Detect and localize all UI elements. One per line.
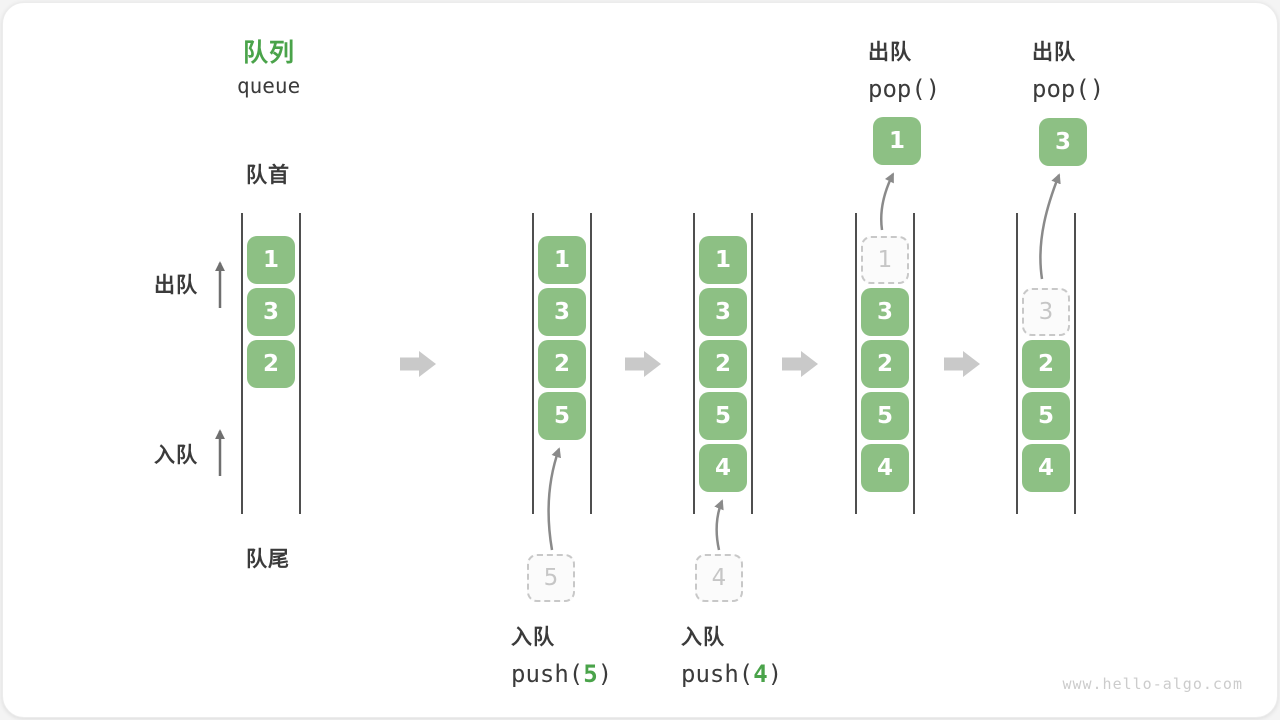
push-arg: 5: [583, 660, 598, 688]
pop-code: pop(): [868, 75, 941, 103]
queue-wall: [855, 213, 857, 514]
push-arrow-icon: [547, 447, 561, 551]
diagram-title: 队列: [243, 39, 296, 67]
queue-item: 2: [861, 340, 909, 388]
queue-item: 4: [1022, 444, 1070, 492]
queue-wall: [913, 213, 915, 514]
staged-item: 5: [527, 554, 575, 602]
queue-item: 5: [538, 392, 586, 440]
queue-item-ghost: 1: [861, 236, 909, 284]
queue-wall: [1016, 213, 1018, 514]
push-operation-label: 入队 push(5): [511, 621, 612, 688]
step-arrow-icon: [625, 351, 661, 377]
popped-item: 3: [1039, 118, 1087, 166]
queue-wall: [590, 213, 592, 514]
queue-item: 2: [247, 340, 295, 388]
queue-item: 5: [1022, 392, 1070, 440]
step-arrow-icon: [400, 351, 436, 377]
pop-arrow-icon: [880, 172, 895, 231]
queue-item: 3: [861, 288, 909, 336]
queue-item: 1: [247, 236, 295, 284]
push-operation-label: 入队 push(4): [681, 621, 782, 688]
queue-item: 5: [699, 392, 747, 440]
pop-label: 出队: [1032, 41, 1076, 64]
step-arrow-icon: [944, 351, 980, 377]
pop-arrow-icon: [1039, 173, 1061, 280]
push-code: push(5): [511, 660, 613, 688]
label-enqueue-direction: 入队: [154, 444, 198, 467]
push-arrow-icon: [714, 499, 724, 551]
queue-wall: [532, 213, 534, 514]
queue-item: 4: [861, 444, 909, 492]
watermark: www.hello-algo.com: [1062, 675, 1243, 693]
queue-item: 3: [538, 288, 586, 336]
queue-item: 5: [861, 392, 909, 440]
pop-operation-label: 出队 pop(): [1032, 36, 1104, 103]
push-arg: 4: [753, 660, 768, 688]
arrow-overlay: [215, 172, 1061, 551]
queue-wall: [299, 213, 301, 514]
queue-item: 1: [699, 236, 747, 284]
label-queue-rear: 队尾: [246, 548, 290, 571]
label-queue-front: 队首: [246, 164, 290, 187]
queue-wall: [1074, 213, 1076, 514]
queue-wall: [241, 213, 243, 514]
label-dequeue-direction: 出队: [154, 274, 198, 297]
queue-item-ghost: 3: [1022, 288, 1070, 336]
queue-item: 2: [699, 340, 747, 388]
queue-item: 3: [699, 288, 747, 336]
pop-code: pop(): [1032, 75, 1105, 103]
queue-item: 2: [1022, 340, 1070, 388]
staged-item: 4: [695, 554, 743, 602]
queue-item: 3: [247, 288, 295, 336]
push-code: push(4): [681, 660, 783, 688]
pop-operation-label: 出队 pop(): [868, 36, 940, 103]
queue-item: 4: [699, 444, 747, 492]
popped-item: 1: [873, 117, 921, 165]
queue-wall: [693, 213, 695, 514]
push-label: 入队: [511, 626, 555, 649]
queue-item: 2: [538, 340, 586, 388]
push-label: 入队: [681, 626, 725, 649]
step-arrow-icon: [782, 351, 818, 377]
queue-item: 1: [538, 236, 586, 284]
diagram-subtitle: queue: [237, 74, 301, 98]
pop-label: 出队: [868, 41, 912, 64]
queue-wall: [751, 213, 753, 514]
